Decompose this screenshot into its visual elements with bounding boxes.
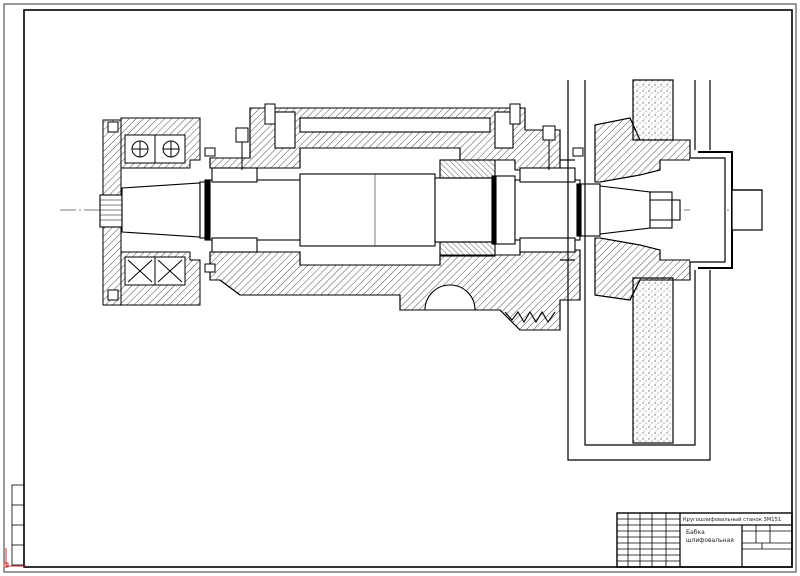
main-housing [209,107,581,331]
title-block-subtitle-2: шлифовальная [686,537,734,544]
wheel-flange [594,117,691,301]
sheet-outer-frame [3,3,797,573]
title-block-main-title: Кругошлифовальный станок 3М151 [683,516,781,523]
left-bearing-housing [102,117,201,306]
housing-bolts [204,103,584,273]
title-block [616,512,793,568]
grinding-wheel [632,79,674,444]
sheet-inner-frame [23,9,793,568]
title-block-subtitle-1: Бабка [686,529,705,536]
right-end-cover [690,151,763,269]
margin-strip [11,484,25,566]
coordinate-axes-icon [3,548,26,568]
spindle-shaft [99,173,651,247]
wheel-guard [560,80,711,461]
